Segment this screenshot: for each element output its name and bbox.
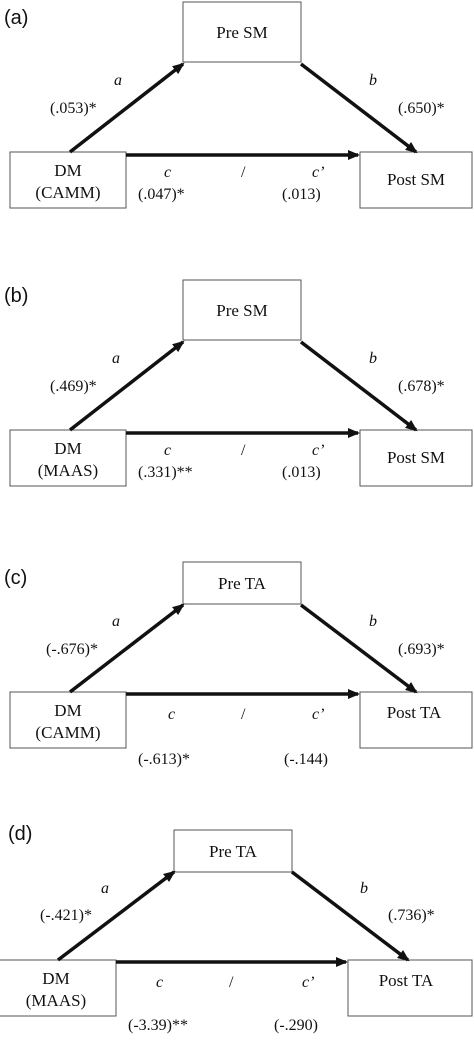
panel-d-b-value: (.736)* [388,907,435,924]
panel-c-c-value: (-.613)* [138,751,190,768]
panel-b-predictor-box [9,429,127,487]
panel-b-a-path-arrow [68,340,185,432]
panel-c-outcome-label: Post TA [387,703,442,722]
panel-d-mediator-box [173,829,293,873]
panel-d-mediator-label: Pre TA [209,842,258,861]
panel-c-predictor-sublabel: (CAMM) [35,723,100,742]
panel-d-outcome-label: Post TA [379,971,434,990]
panel-d-b-letter: b [360,880,368,897]
panel-c-predictor-label: DM [54,701,81,720]
panel-c-outcome-box [359,691,473,749]
panel-c-cprime-letter: c’ [312,706,324,723]
panel-a-b-value: (.650)* [398,100,445,117]
panel-c-label: (c) [4,567,27,589]
panel-c: (c) Pre TA DM (CAMM) Post TA a (-.676)* … [4,561,473,768]
panel-d-c-letter: c [156,974,163,991]
panel-c-b-letter: b [369,613,377,630]
panel-a-mediator-box [182,1,302,63]
panel-a-cprime-value: (.013) [282,186,321,203]
panel-c-c-letter: c [168,706,175,723]
panel-c-mediator-box [182,561,302,605]
panel-a-outcome-label: Post SM [387,170,445,189]
panel-b-c-letter: c [164,442,171,459]
panel-c-a-path-arrow [68,603,185,694]
panel-c-b-path-arrow [299,603,418,694]
panel-b-cprime-value: (.013) [282,464,321,481]
panel-b-predictor-sublabel: (MAAS) [38,461,98,480]
panel-c-a-letter: a [112,613,120,630]
panel-d-outcome-box [347,959,473,1017]
panel-c-predictor-box [9,691,127,749]
panel-b-outcome-label: Post SM [387,448,445,467]
panel-a-predictor-sublabel: (CAMM) [35,183,100,202]
panel-b-b-letter: b [369,350,377,367]
panel-d-label: (d) [8,823,32,845]
panel-a-predictor-box [9,151,127,209]
panel-d-predictor-box [0,959,117,1017]
panel-a-b-path-arrow [299,62,418,154]
panel-a-label: (a) [4,7,28,29]
panel-b-b-path-arrow [299,340,418,432]
panel-b-mediator-label: Pre SM [216,301,267,320]
panel-a-a-value: (.053)* [50,100,97,117]
panel-b-outcome-box [359,429,473,487]
panel-b-c-value: (.331)** [138,464,193,481]
panel-a-b-letter: b [369,72,377,89]
panel-a-c-letter: c [164,164,171,181]
panel-d-a-path-arrow [56,870,176,962]
panel-a-mediator-label: Pre SM [216,23,267,42]
panel-a-a-path-arrow [68,62,185,154]
panel-b-a-letter: a [112,350,120,367]
panel-b-slash: / [241,442,246,459]
panel-c-b-value: (.693)* [398,641,445,658]
panel-d-slash: / [229,974,234,991]
panel-b: (b) Pre SM DM (MAAS) Post SM a (.469)* b… [4,279,473,487]
panel-d-a-value: (-.421)* [40,907,92,924]
panel-b-mediator-box [182,279,302,341]
panel-d-predictor-label: DM [42,969,69,988]
panel-b-cprime-letter: c’ [312,442,324,459]
panel-d-predictor-sublabel: (MAAS) [26,991,86,1010]
panel-a-slash: / [241,164,246,181]
panel-d-cprime-value: (-.290) [274,1017,318,1034]
panel-d-a-letter: a [101,880,109,897]
panel-d-c-value: (-3.39)** [128,1017,188,1034]
panel-b-predictor-label: DM [54,439,81,458]
panel-b-label: (b) [4,285,28,307]
panel-a: (a) Pre SM DM (CAMM) Post SM a (.053)* b… [4,1,473,209]
panel-a-cprime-letter: c’ [312,164,324,181]
panel-a-predictor-label: DM [54,161,81,180]
panel-d-b-path-arrow [290,870,410,962]
panel-c-cprime-value: (-.144) [284,751,328,768]
panel-a-c-value: (.047)* [138,186,185,203]
panel-a-a-letter: a [114,72,122,89]
panel-d: (d) Pre TA DM (MAAS) Post TA a (-.421)* … [0,823,473,1034]
panel-c-a-value: (-.676)* [46,641,98,658]
panel-c-mediator-label: Pre TA [218,574,267,593]
panel-c-slash: / [241,706,246,723]
panel-d-cprime-letter: c’ [302,974,314,991]
panel-b-a-value: (.469)* [50,378,97,395]
panel-b-b-value: (.678)* [398,378,445,395]
